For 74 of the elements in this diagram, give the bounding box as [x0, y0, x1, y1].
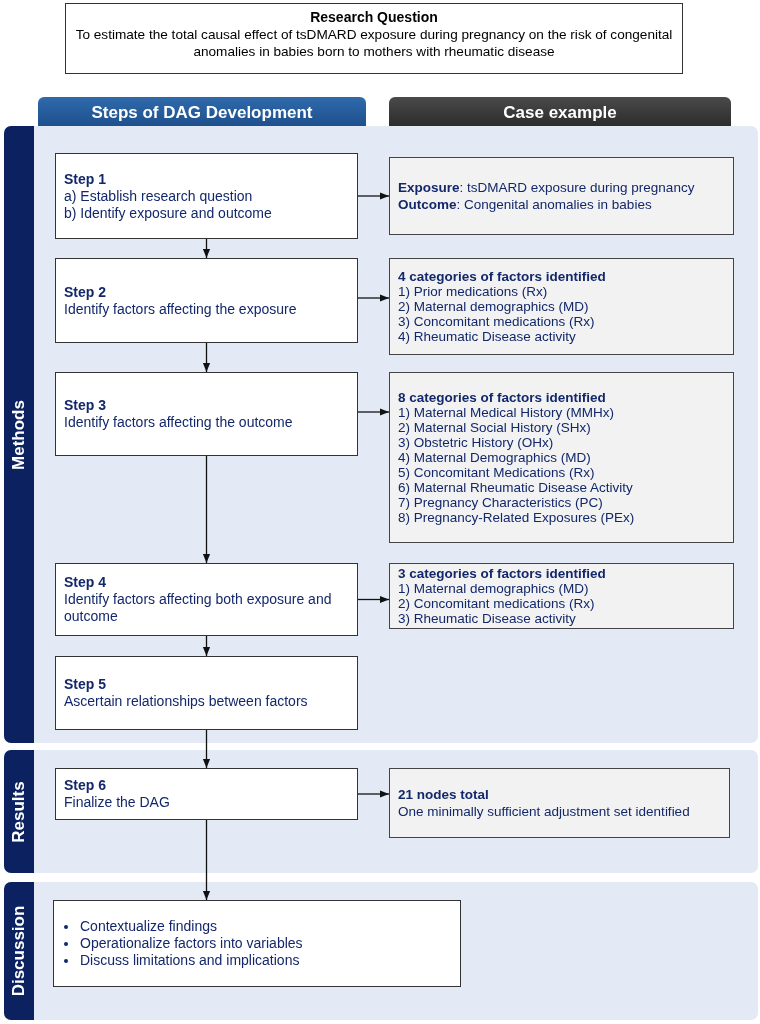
arrow [357, 595, 390, 604]
list-item: 3) Obstetric History (OHx) [398, 435, 555, 450]
column-header [389, 97, 731, 127]
header-label: Case example [503, 103, 617, 121]
section-label: Results [9, 780, 29, 843]
list-heading: 3 categories of factors identified [398, 566, 607, 581]
step-title: Step 5 [64, 676, 107, 693]
step-title: Step 6 [64, 777, 107, 794]
bullet-item: Discuss limitations and implications [80, 952, 300, 969]
category-list-box [389, 372, 734, 543]
step-description: Identify factors affecting the outcome [64, 414, 294, 431]
section-label: Discussion [9, 905, 29, 997]
question-heading: Research Question [309, 9, 439, 26]
bullet-item: Contextualize findings [80, 918, 217, 935]
section-panel [4, 750, 758, 873]
step-box [55, 372, 358, 456]
list-item: 4) Rheumatic Disease activity [398, 329, 577, 344]
arrow [202, 819, 211, 901]
header-label: Steps of DAG Development [91, 103, 313, 121]
step-title: Step 4 [64, 574, 107, 591]
example-box [389, 157, 734, 235]
step-description: Finalize the DAG [64, 794, 171, 811]
step-description: a) Establish research question [64, 187, 254, 205]
step-description: b) Identify exposure and outcome [64, 204, 273, 222]
step-box [55, 153, 358, 239]
example-line: Outcome: Congenital anomalies in babies [398, 196, 653, 213]
list-item: One minimally sufficient adjustment set identified [398, 803, 691, 820]
step-title: Step 1 [64, 170, 107, 188]
step-box [55, 563, 358, 636]
list-item: 1) Maternal Medical History (MMHx) [398, 405, 616, 420]
list-item: 1) Prior medications (Rx) [398, 284, 549, 299]
step-description: Ascertain relationships between factors [64, 693, 309, 710]
list-item: 7) Pregnancy Characteristics (PC) [398, 495, 604, 510]
category-list-box [389, 563, 734, 629]
list-item: 2) Concomitant medications (Rx) [398, 596, 596, 611]
list-heading: 21 nodes total [398, 786, 490, 803]
list-item: 8) Pregnancy-Related Exposures (PEx) [398, 510, 636, 525]
list-item: 2) Maternal Social History (SHx) [398, 420, 592, 435]
step-box [55, 768, 358, 820]
arrow [357, 192, 390, 200]
column-header [38, 97, 366, 127]
step-description: Identify factors affecting the exposure [64, 300, 298, 318]
list-item: 2) Maternal demographics (MD) [398, 299, 590, 314]
discussion-box [53, 900, 461, 987]
step-title: Step 2 [64, 283, 107, 301]
step-title: Step 3 [64, 397, 107, 414]
arrow [202, 342, 211, 373]
section-panel [4, 882, 758, 1020]
arrow [357, 294, 390, 302]
arrow [202, 455, 211, 564]
question-text: To estimate the total causal effect of tsDMARD exposure during pregnancy on the risk of congenital anomalies in babies born to mothers with rheumatic disease [74, 26, 674, 60]
section-label: Methods [9, 399, 29, 470]
list-item: 1) Maternal demographics (MD) [398, 581, 590, 596]
step-box [55, 656, 358, 730]
arrow [202, 729, 211, 769]
list-heading: 4 categories of factors identified [398, 269, 607, 284]
step-box [55, 258, 358, 343]
list-item: 5) Concomitant Medications (Rx) [398, 465, 596, 480]
step-description: Identify factors affecting both exposure and outcome [64, 591, 333, 625]
section-panel [4, 126, 758, 743]
list-heading: 8 categories of factors identified [398, 390, 607, 405]
list-item: 3) Concomitant medications (Rx) [398, 314, 596, 329]
question-box [65, 3, 683, 74]
arrow [202, 635, 211, 657]
list-item: 6) Maternal Rheumatic Disease Activity [398, 480, 634, 495]
bullet-item: Operationalize factors into variables [80, 935, 303, 952]
result-box [389, 768, 730, 838]
list-item: 4) Maternal Demographics (MD) [398, 450, 592, 465]
arrow [357, 408, 390, 416]
example-line: Exposure: tsDMARD exposure during pregnancy [398, 179, 696, 196]
arrow [357, 790, 390, 798]
category-list-box [389, 258, 734, 355]
arrow [202, 238, 211, 259]
list-item: 3) Rheumatic Disease activity [398, 611, 577, 626]
